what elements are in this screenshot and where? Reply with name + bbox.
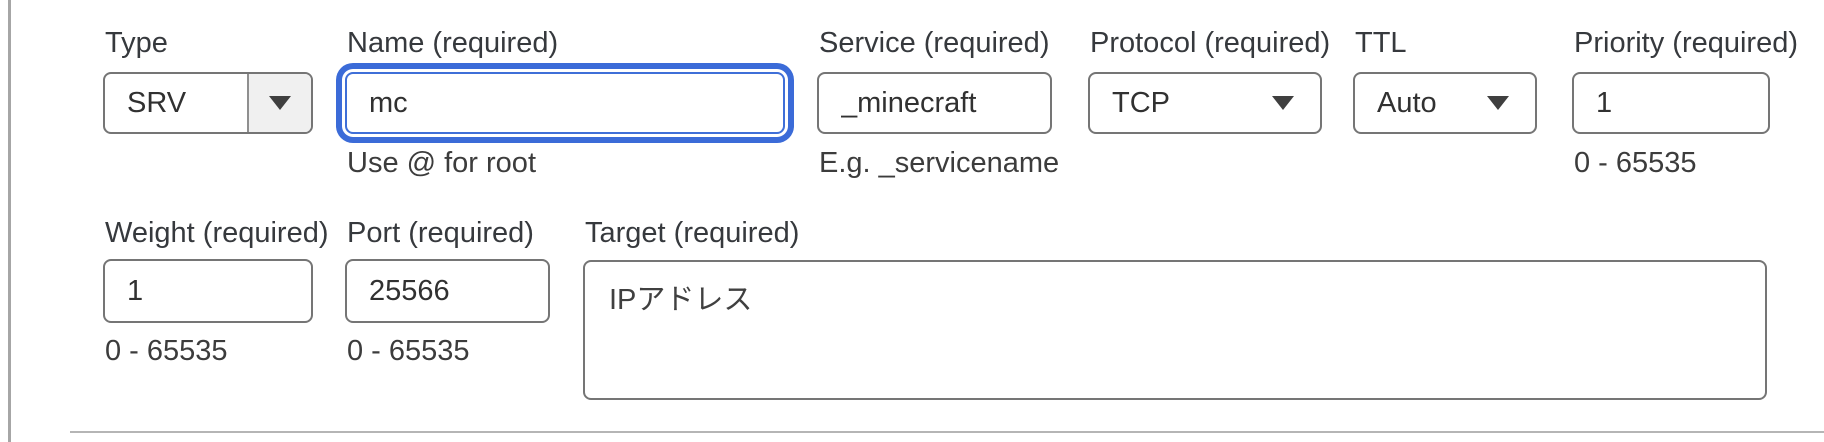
chevron-down-icon xyxy=(1487,96,1509,110)
protocol-label: Protocol (required) xyxy=(1090,27,1331,59)
service-input[interactable] xyxy=(817,72,1052,134)
target-textarea[interactable]: IPアドレス xyxy=(583,260,1767,400)
chevron-down-icon xyxy=(1272,96,1294,110)
name-label: Name (required) xyxy=(347,27,559,59)
name-input[interactable] xyxy=(345,72,785,134)
port-helper: 0 - 65535 xyxy=(347,335,470,367)
protocol-select-value: TCP xyxy=(1112,86,1170,119)
port-input[interactable] xyxy=(345,259,550,323)
priority-label: Priority (required) xyxy=(1574,27,1798,59)
type-select-value: SRV xyxy=(127,86,187,119)
protocol-select[interactable]: TCP xyxy=(1088,72,1322,134)
weight-helper: 0 - 65535 xyxy=(105,335,228,367)
ttl-label: TTL xyxy=(1355,27,1407,59)
target-label: Target (required) xyxy=(585,217,800,249)
ttl-select[interactable]: Auto xyxy=(1353,72,1537,134)
type-select[interactable]: SRV xyxy=(103,72,313,134)
port-label: Port (required) xyxy=(347,217,534,249)
name-helper: Use @ for root xyxy=(347,147,536,179)
chevron-down-icon xyxy=(269,96,291,110)
priority-input[interactable] xyxy=(1572,72,1770,134)
weight-label: Weight (required) xyxy=(105,217,329,249)
priority-helper: 0 - 65535 xyxy=(1574,147,1697,179)
bottom-divider xyxy=(70,431,1824,433)
weight-input[interactable] xyxy=(103,259,313,323)
type-select-arrow-zone[interactable] xyxy=(247,74,311,132)
service-helper: E.g. _servicename xyxy=(819,147,1060,179)
type-label: Type xyxy=(105,27,168,59)
service-label: Service (required) xyxy=(819,27,1050,59)
panel-left-border xyxy=(8,0,11,442)
ttl-select-value: Auto xyxy=(1377,86,1437,119)
